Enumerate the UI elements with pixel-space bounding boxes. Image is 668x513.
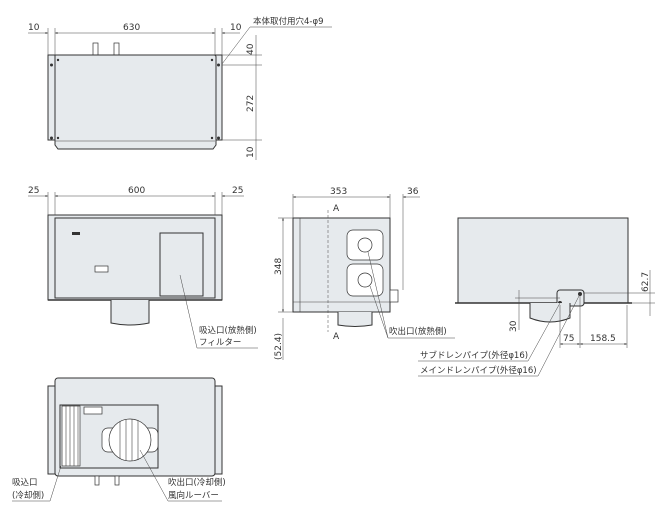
top-view: 10 630 10 本体取付用穴4-φ9 40 272 10: [28, 16, 332, 160]
pipe-stub: [92, 42, 99, 56]
mount-ear-left: [47, 54, 56, 141]
dim-left-margin: 25: [28, 186, 39, 196]
dim-duct-height: 30: [509, 320, 519, 332]
side-view: 353 36 348 (52.4) A A 吹出口(放熱側): [274, 187, 455, 360]
intake-label-1: 吸込口: [12, 477, 38, 488]
intake-label-2: (冷却側): [12, 490, 44, 501]
intake-grille: [61, 405, 81, 467]
logo: [72, 232, 80, 235]
label-plate: [94, 265, 109, 273]
dim-drain-height: 62.7: [641, 272, 651, 292]
filter-panel: [159, 232, 204, 297]
fan-grille-lower: [346, 263, 384, 297]
duct: [110, 300, 150, 326]
dim-left-margin: 10: [28, 23, 40, 33]
dim-right-margin: 25: [232, 186, 243, 196]
section-marker-bottom: A: [333, 332, 340, 342]
intake-label: 吸込口(放熱側): [199, 325, 257, 336]
section-marker-top: A: [333, 204, 340, 214]
dim-bottom: 10: [246, 146, 256, 158]
dim-sub-offset: 75: [563, 334, 574, 344]
filter-label: フィルター: [199, 338, 241, 348]
dim-width: 600: [128, 186, 145, 196]
mount-hole-label: 本体取付用穴4-φ9: [253, 16, 324, 27]
dim-height: 348: [274, 258, 284, 275]
dim-main-offset: 158.5: [590, 334, 616, 344]
rear-view: 62.7 30 75 158.5 サブドレンパイプ(外径φ16) メインドレンパ…: [418, 217, 655, 377]
connector: [83, 406, 103, 415]
bottom-view: 吸込口 (冷却側) 吹出口(冷却側) 風向ルーバー: [12, 377, 226, 502]
pipe-stub: [113, 42, 120, 56]
dim-width: 353: [330, 187, 347, 197]
sub-drain-label: サブドレンパイプ(外径φ16): [420, 350, 528, 361]
dim-duct: (52.4): [274, 333, 284, 360]
rear-body: [457, 217, 629, 304]
main-drain-label: メインドレンパイプ(外径φ16): [420, 365, 537, 376]
dim-width: 630: [123, 23, 140, 33]
outlet-label: 吹出口(放熱側): [389, 326, 447, 337]
unit-body: [54, 54, 217, 150]
fan-grille-upper: [346, 229, 384, 261]
outlet-label-2: 風向ルーバー: [168, 490, 219, 501]
dim-right-margin: 10: [230, 23, 242, 33]
front-view: 25 600 25 吸込口(放熱側) フィルター: [28, 186, 258, 349]
dim-pitch: 272: [246, 95, 256, 112]
outlet-label-1: 吹出口(冷却側): [168, 477, 226, 488]
dim-protrusion: 36: [407, 187, 419, 197]
dim-top: 40: [246, 43, 256, 55]
